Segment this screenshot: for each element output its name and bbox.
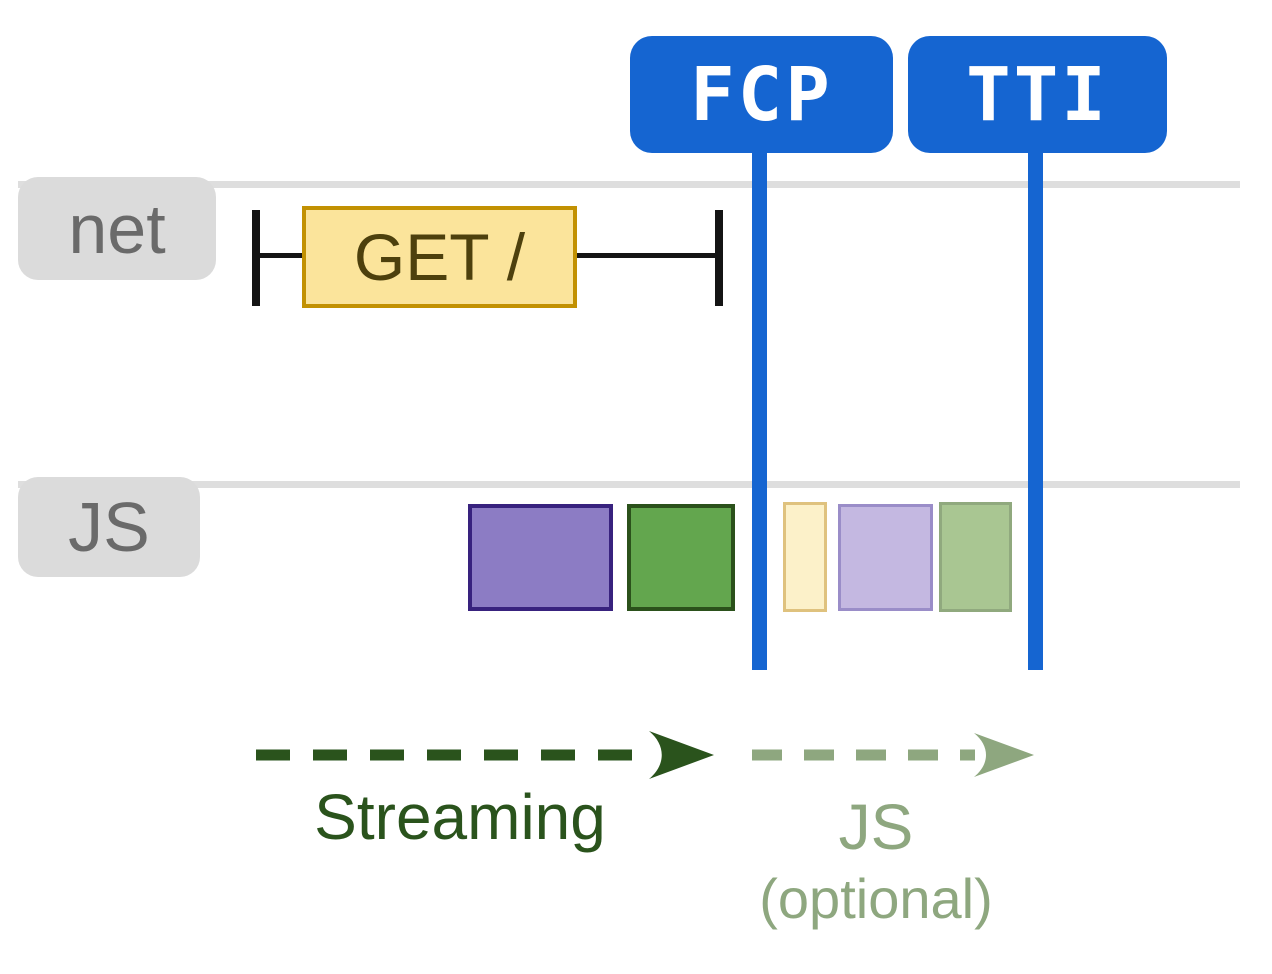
js-task-block-purple: [468, 504, 613, 611]
tti-marker-line: [1028, 145, 1043, 670]
js-task-block-green: [627, 504, 735, 611]
js-optional-arrow: [752, 733, 1034, 777]
tti-badge-label: TTI: [966, 51, 1109, 138]
fcp-marker-line: [752, 145, 767, 670]
js-track-line: [18, 481, 1240, 488]
fcp-badge-label: FCP: [690, 51, 833, 138]
request-end-whisker: [715, 210, 723, 306]
js-task-block-faded-green: [939, 502, 1012, 612]
get-request-box: GET /: [302, 206, 577, 308]
js-task-block-faded-purple: [838, 504, 933, 611]
net-track-line: [18, 181, 1240, 188]
request-right-connector: [577, 253, 715, 258]
net-track-label: net: [68, 189, 166, 268]
js-optional-arrowhead-icon: [974, 733, 1034, 777]
tti-badge: TTI: [908, 36, 1167, 153]
streaming-arrow: [256, 731, 714, 779]
js-optional-arrow-sublabel: (optional): [759, 867, 993, 930]
js-task-block-faded-yellow: [783, 502, 827, 612]
streaming-arrowhead-icon: [649, 731, 714, 779]
js-track-label: JS: [68, 488, 150, 566]
net-track-tab: net: [18, 177, 216, 280]
get-request-label: GET /: [353, 220, 526, 294]
streaming-arrow-label: Streaming: [314, 781, 606, 853]
request-left-connector: [260, 253, 302, 258]
js-optional-arrow-label: JS: [838, 791, 914, 863]
request-start-whisker: [252, 210, 260, 306]
js-track-tab: JS: [18, 477, 200, 577]
fcp-badge: FCP: [630, 36, 893, 153]
